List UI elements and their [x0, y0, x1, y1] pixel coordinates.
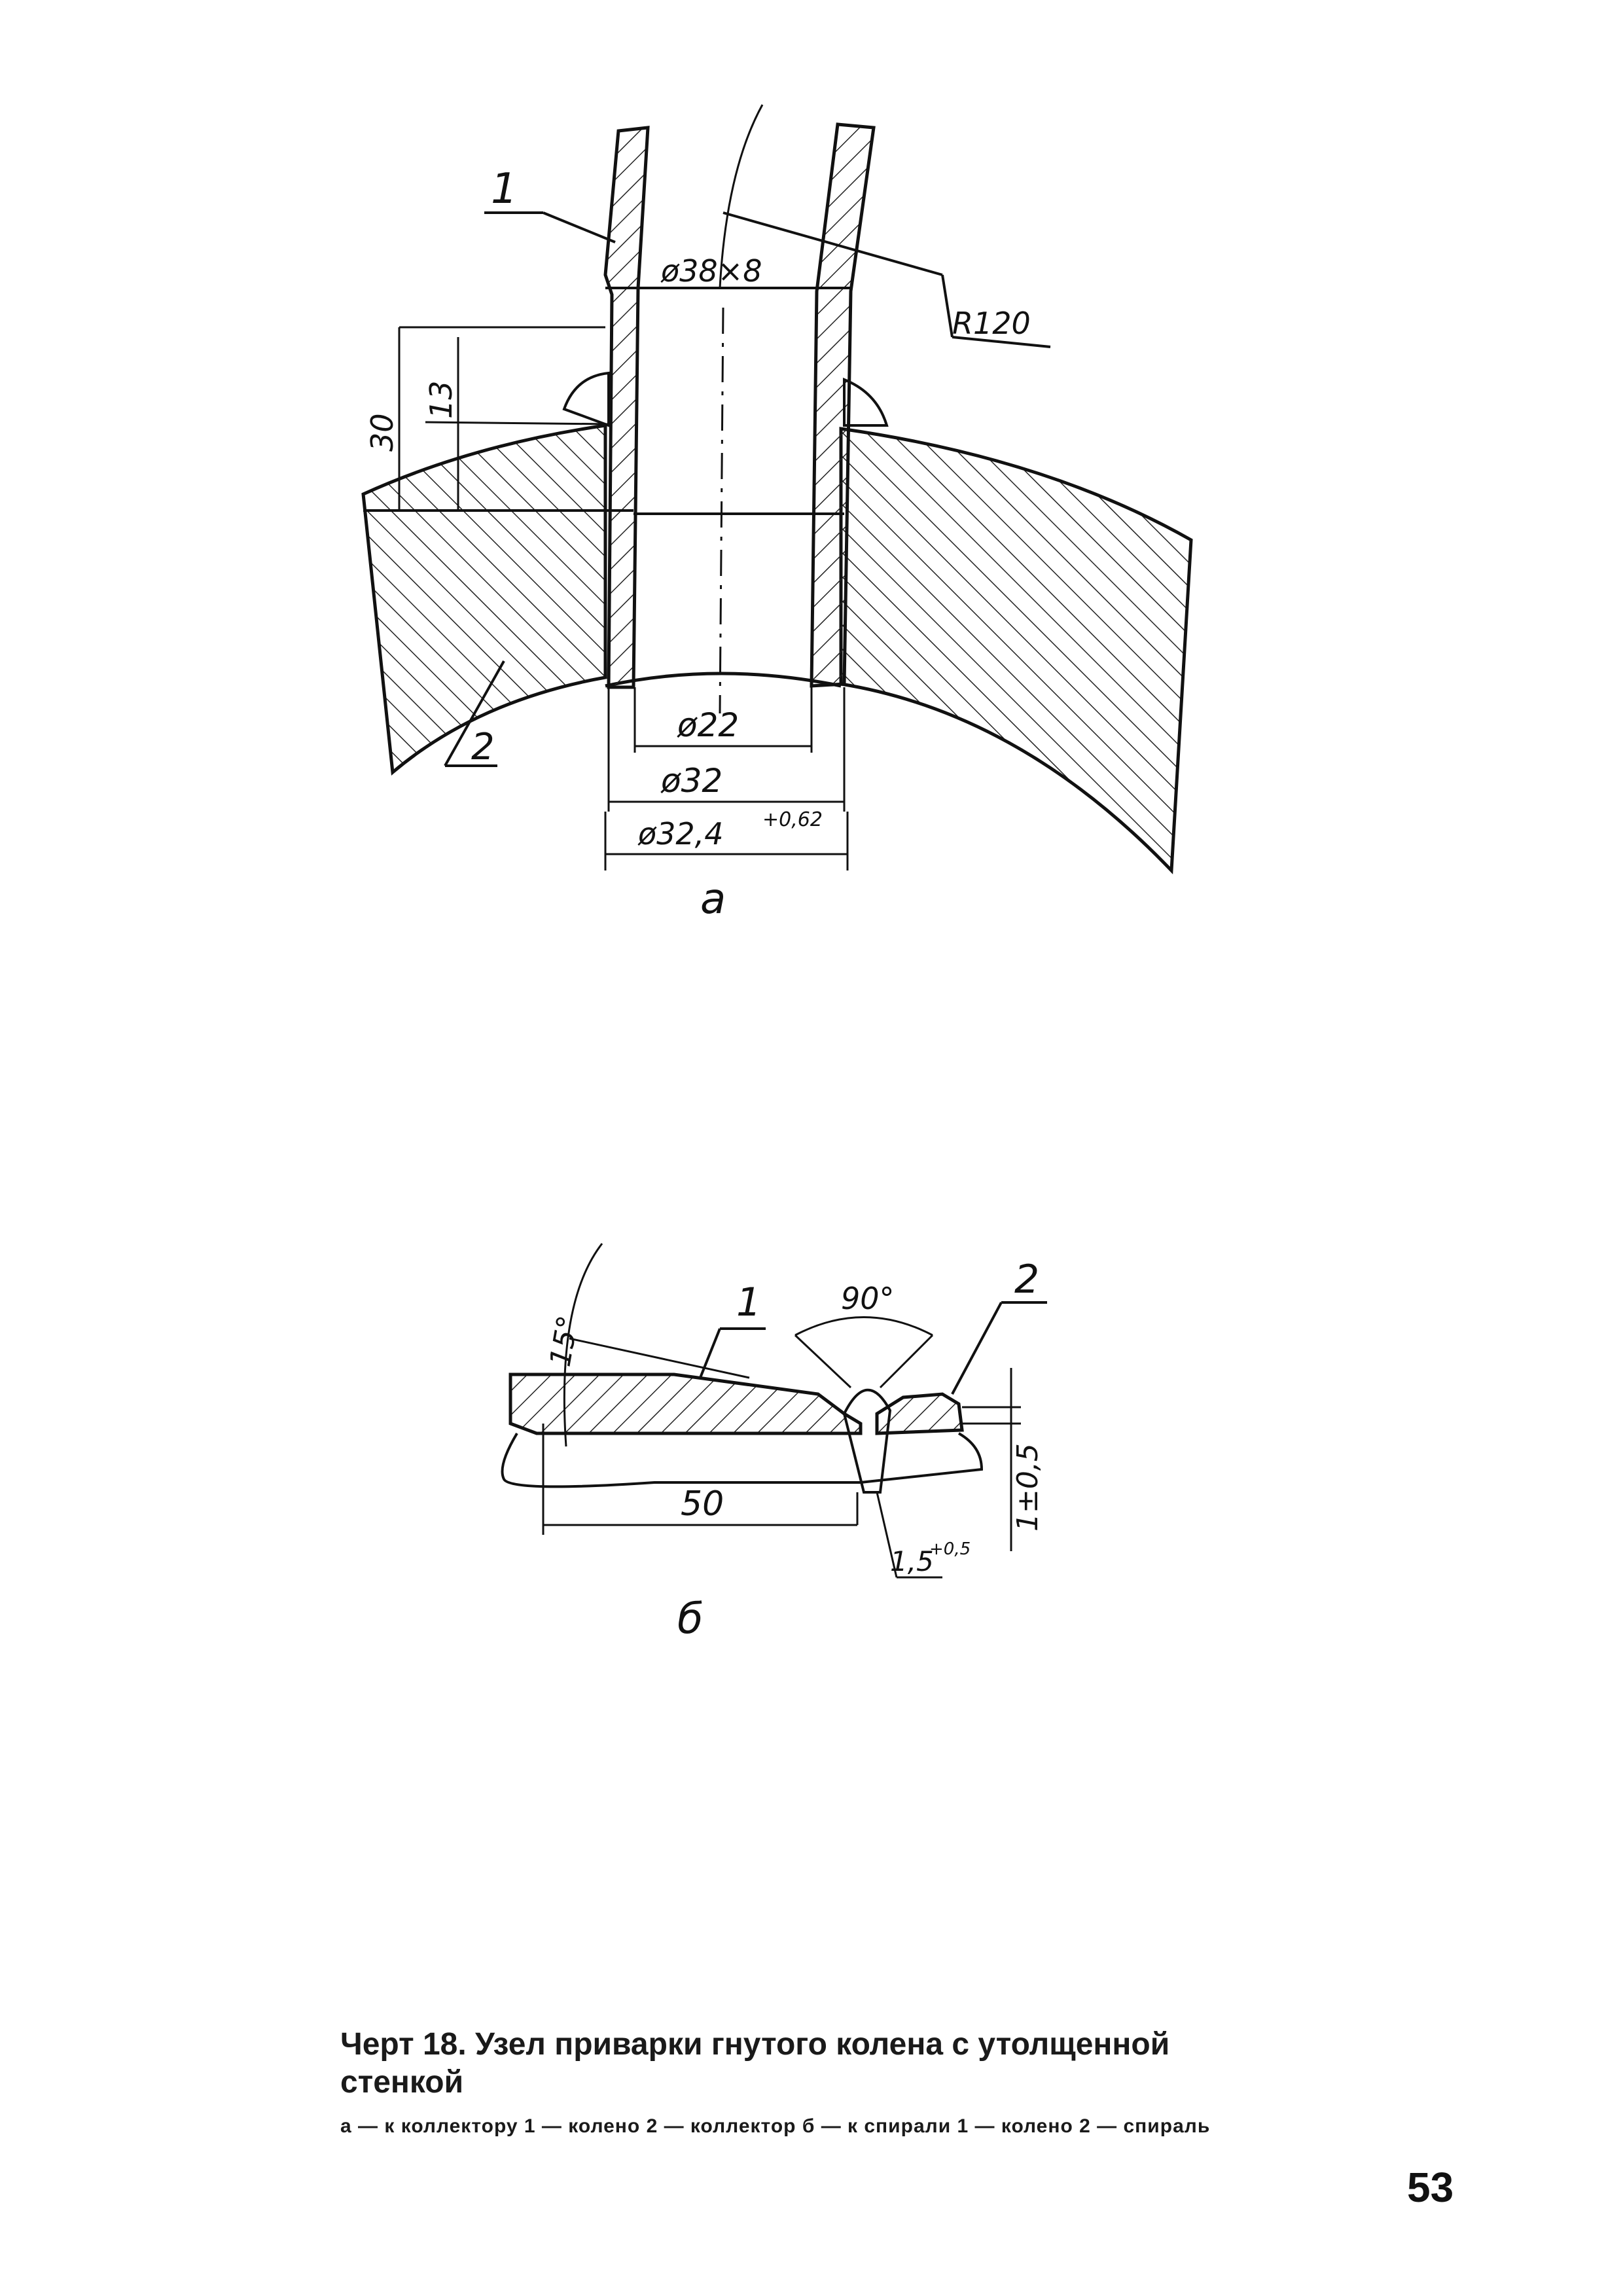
- leader-radius: [722, 211, 943, 276]
- caption-legend: а — к коллектору 1 — колено 2 — коллекто…: [340, 2115, 1211, 2137]
- dim-inner-diameter: ø22: [677, 706, 739, 744]
- weld-groove: [842, 1388, 892, 1494]
- sublabel-a: а: [700, 875, 726, 924]
- dim-angle-left: 15°: [544, 1313, 586, 1369]
- dim-step: 1±0,5: [1011, 1443, 1044, 1532]
- sublabel-b: б: [677, 1595, 703, 1643]
- dim-mid-diameter: ø32: [660, 762, 722, 800]
- plate-part-1: [508, 1372, 863, 1435]
- dim-angle-groove: 90°: [841, 1281, 895, 1316]
- tube-centerline: [719, 307, 724, 714]
- dim-bore-top: ø38×8: [660, 253, 762, 289]
- dim-height-outer: 30: [365, 413, 400, 452]
- dim-length: 50: [681, 1484, 724, 1524]
- tube-wall-right: [810, 122, 876, 688]
- leader-part-2: [444, 660, 505, 766]
- dim-radius: R120: [952, 306, 1031, 341]
- label-part-1: 1: [491, 165, 518, 213]
- tube-wall-left: [603, 126, 650, 689]
- dim-height-inner: 13: [423, 380, 459, 419]
- label-b-part-2: 2: [1014, 1257, 1039, 1302]
- dim-gap-tolerance: +0,5: [929, 1539, 971, 1559]
- base-outline: [501, 1432, 984, 1488]
- plate-part-2: [875, 1392, 964, 1435]
- collector-section: [361, 423, 607, 776]
- angle-arc-left: [563, 1243, 603, 1447]
- collector-section-right: [839, 427, 1193, 874]
- page-number: 53: [1407, 2164, 1454, 2211]
- label-b-part-1: 1: [736, 1280, 761, 1325]
- tube-curve-axis: [719, 104, 764, 289]
- weld-left: [562, 371, 610, 427]
- dim-outer-tolerance: +0,62: [762, 808, 823, 831]
- label-part-2: 2: [471, 726, 495, 768]
- collector-bore-arc: [605, 672, 842, 688]
- caption-title: Черт 18. Узел приварки гнутого колена с …: [340, 2027, 1170, 2100]
- weld-right: [843, 378, 889, 427]
- dim-outer-diameter: ø32,4: [637, 816, 724, 852]
- angle-arc-groove: [794, 1316, 933, 1336]
- dim-gap: 1,5: [890, 1545, 934, 1577]
